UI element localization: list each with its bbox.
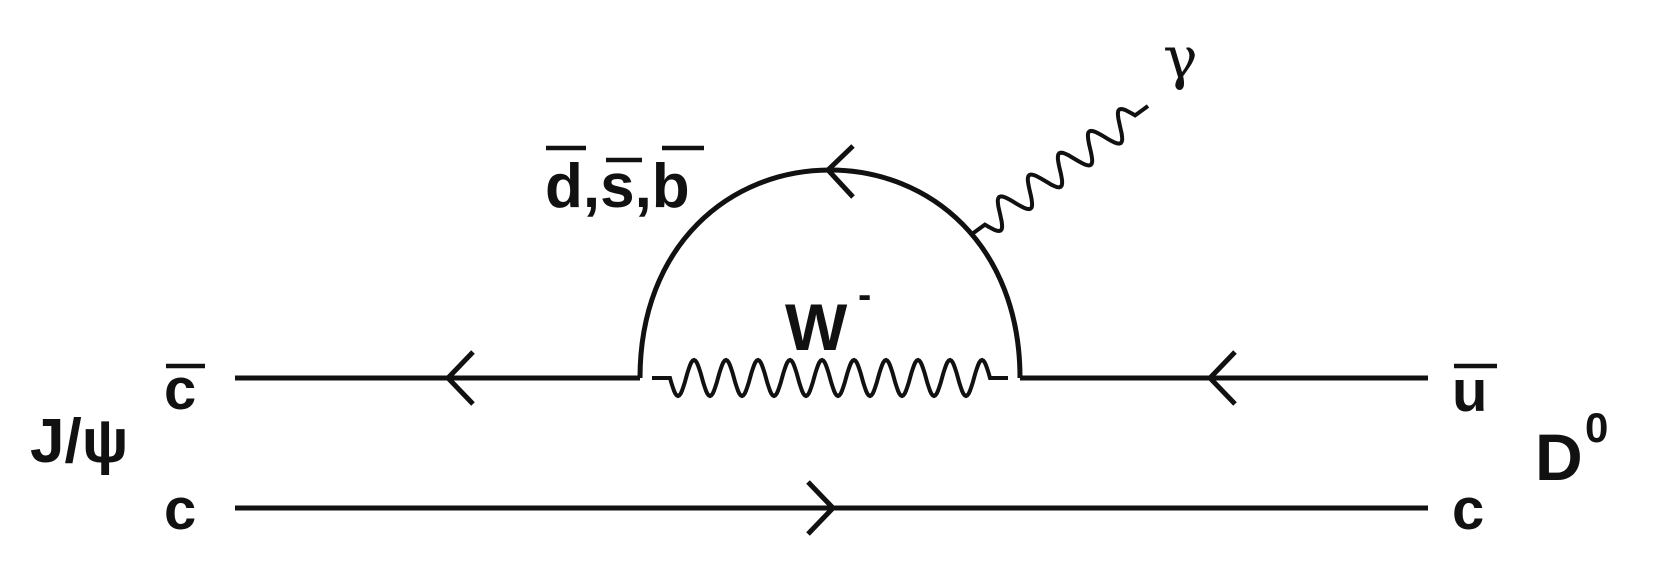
initial-state-label: J/ψ	[30, 407, 128, 476]
anti-up-label: u	[1452, 359, 1487, 424]
w-charge-label: -	[858, 273, 871, 317]
w-boson-label: W	[785, 290, 848, 364]
arrow-right-icon	[806, 480, 837, 536]
arrow-left-icon	[444, 350, 475, 406]
arrow-left-icon	[824, 144, 855, 199]
charm-right-label: c	[1452, 477, 1484, 542]
w-boson-propagator	[652, 357, 1008, 399]
final-state-superscript: 0	[1585, 404, 1608, 451]
final-state-label: D	[1535, 420, 1583, 494]
photon-propagator	[970, 104, 1150, 236]
arrow-left-icon	[1206, 350, 1237, 406]
loop-quarks-label: d,s,b	[545, 152, 690, 221]
charm-left-label: c	[164, 477, 196, 542]
photon-label: γ	[1163, 24, 1198, 92]
